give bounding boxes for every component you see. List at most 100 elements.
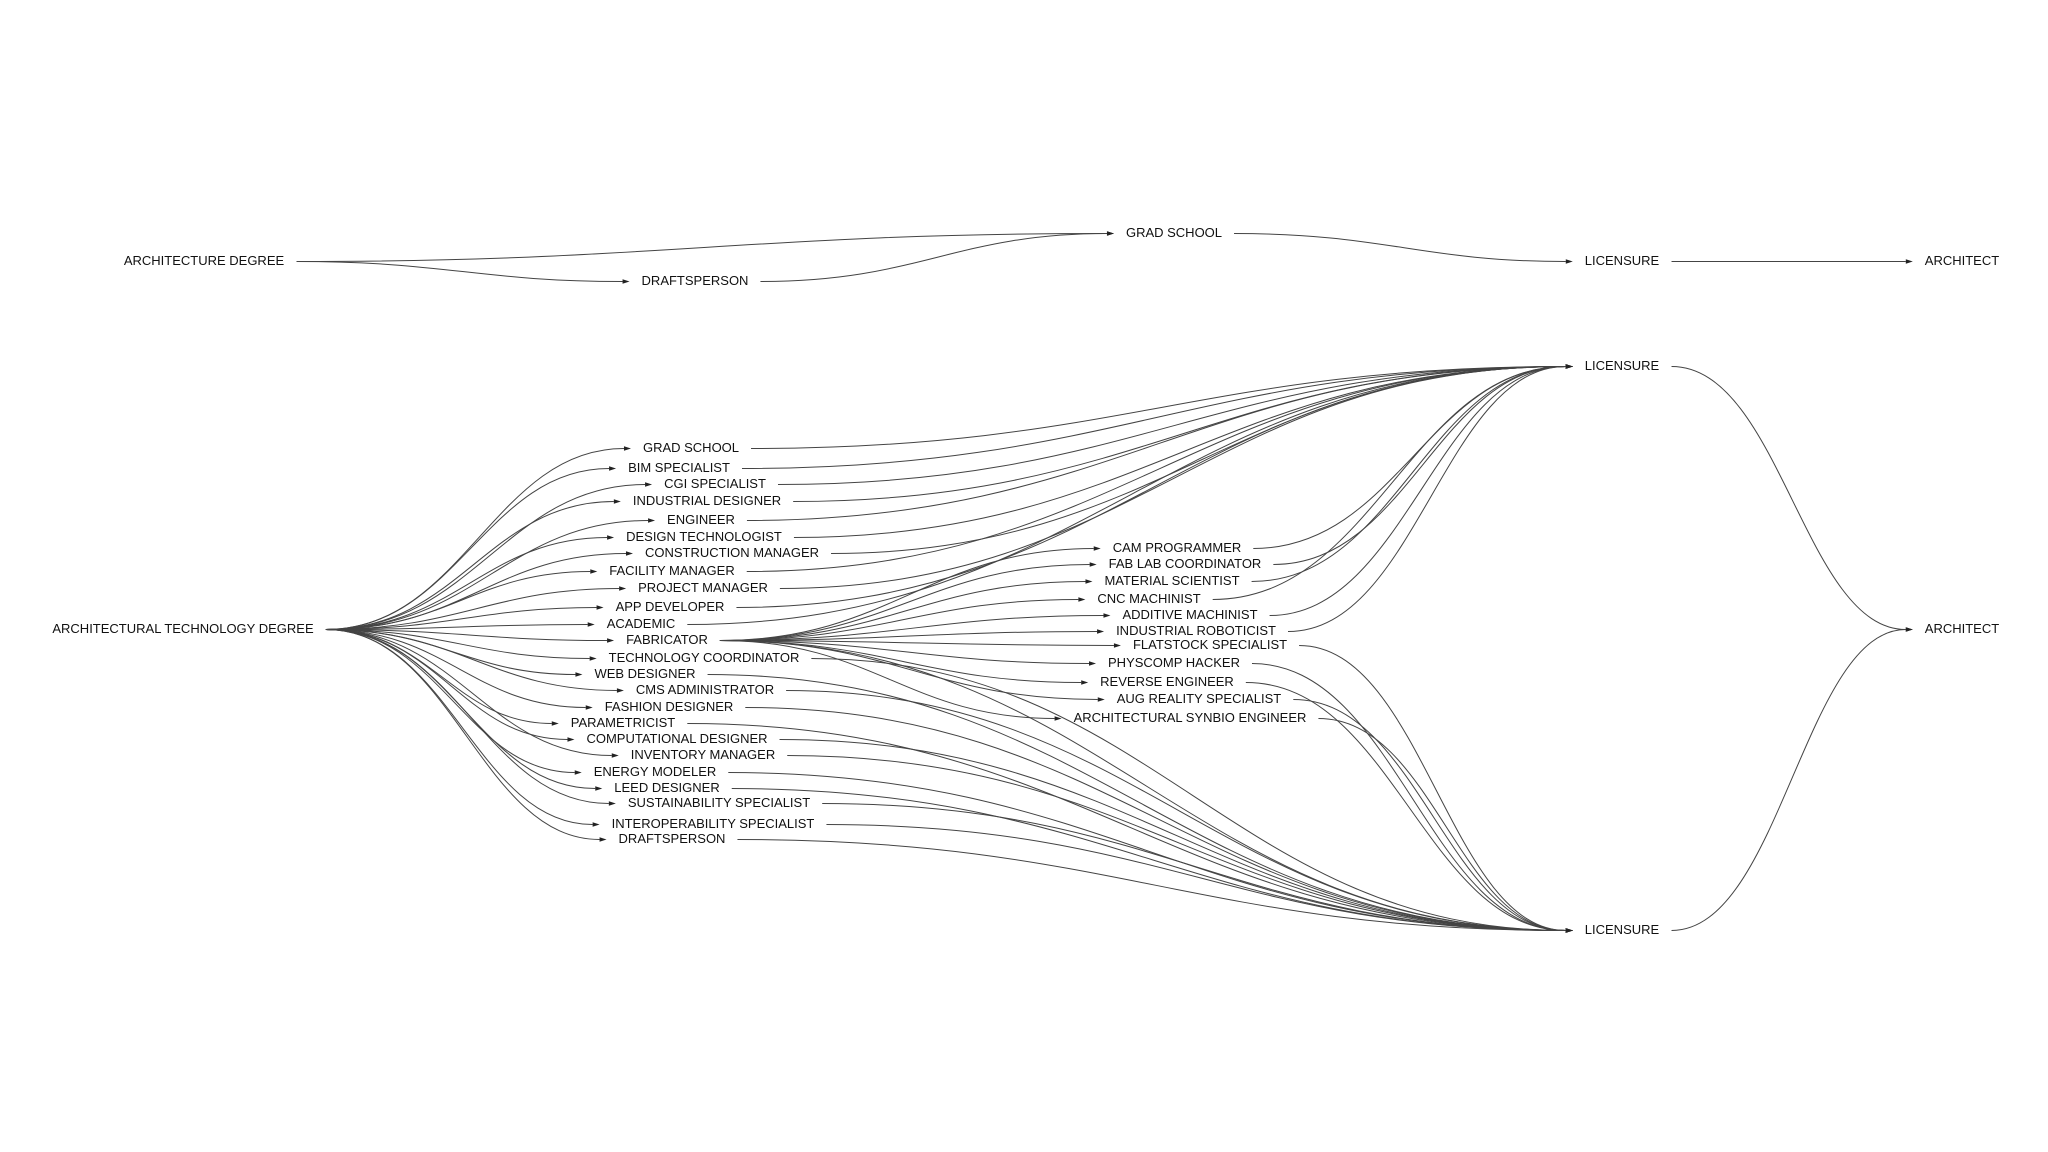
- edge-arch_tech_degree-to-draftsperson: [325, 629, 600, 840]
- arrowhead-energy_modeler: [574, 770, 582, 775]
- edge-arch_tech_degree-to-interoperability_specialist: [325, 629, 593, 825]
- arrowhead-material_scientist: [1085, 579, 1093, 584]
- edge-fabricator-to-cnc_machinist: [719, 599, 1079, 641]
- node-fab-lab-coordinator: FAB LAB COORDINATOR: [1109, 556, 1262, 571]
- arrowhead-licensure_lower: [1565, 928, 1573, 933]
- edge-fabricator-to-additive_machinist: [719, 615, 1104, 641]
- node-licensure-top: LICENSURE: [1585, 253, 1660, 268]
- edge-fabricator-to-fab_lab_coordinator: [719, 564, 1090, 641]
- arrowhead-web_designer: [575, 672, 583, 677]
- arrowhead-industrial_designer: [613, 499, 621, 504]
- arrowhead-cms_administrator: [616, 688, 624, 693]
- node-parametricist: PARAMETRICIST: [571, 715, 676, 730]
- node-fashion-designer: FASHION DESIGNER: [605, 699, 734, 714]
- edge-additive_machinist-to-licensure_upper: [1269, 366, 1566, 616]
- node-industrial-designer: INDUSTRIAL DESIGNER: [633, 493, 781, 508]
- edge-material_scientist-to-licensure_upper: [1251, 366, 1566, 582]
- edge-grad_school_top-to-licensure_top: [1234, 233, 1566, 262]
- arrowhead-sustainability_specialist: [608, 801, 616, 806]
- node-flatstock-specialist: FLATSTOCK SPECIALIST: [1133, 637, 1287, 652]
- edge-design_technologist-to-licensure_upper: [793, 366, 1566, 538]
- edge-arch_degree-to-grad_school_top: [296, 233, 1107, 262]
- edge-arch_tech_degree-to-technology_coordinator: [325, 629, 590, 659]
- arrowhead-construction_manager: [625, 551, 633, 556]
- edge-physcomp_hacker-to-licensure_lower: [1251, 663, 1566, 931]
- arrowhead-cam_programmer: [1093, 546, 1101, 551]
- node-app-developer: APP DEVELOPER: [616, 599, 725, 614]
- arrowhead-fabricator: [607, 638, 615, 643]
- edge-arch_tech_degree-to-fashion_designer: [325, 629, 586, 708]
- edge-arch_tech_degree-to-fabricator: [325, 629, 608, 641]
- node-web-designer: WEB DESIGNER: [594, 666, 695, 681]
- arrowhead-draftsperson_top: [622, 279, 630, 284]
- edge-leed_designer-to-licensure_lower: [731, 788, 1566, 931]
- edge-cgi_specialist-to-licensure_upper: [777, 366, 1566, 485]
- node-architect-top: ARCHITECT: [1925, 253, 1999, 268]
- edge-arch_tech_degree-to-design_technologist: [325, 537, 608, 630]
- edge-fabricator-to-cam_programmer: [719, 548, 1094, 641]
- node-licensure-upper: LICENSURE: [1585, 358, 1660, 373]
- arrowhead-additive_machinist: [1103, 613, 1111, 618]
- arrowhead-bim_specialist: [609, 466, 617, 471]
- node-industrial-roboticist: INDUSTRIAL ROBOTICIST: [1116, 623, 1276, 638]
- edge-sustainability_specialist-to-licensure_lower: [822, 803, 1566, 931]
- edge-arch_tech_degree-to-inventory_manager: [325, 629, 612, 756]
- node-inventory-manager: INVENTORY MANAGER: [631, 747, 775, 762]
- edge-arch_tech_degree-to-academic: [325, 624, 588, 630]
- edge-arch_tech_degree-to-construction_manager: [325, 553, 626, 630]
- edge-arch_tech_degree-to-facility_manager: [325, 571, 591, 630]
- node-design-technologist: DESIGN TECHNOLOGIST: [626, 529, 782, 544]
- node-architect: ARCHITECT: [1925, 621, 1999, 636]
- arrowhead-parametricist: [551, 721, 559, 726]
- edge-construction_manager-to-licensure_upper: [831, 366, 1566, 554]
- arrowhead-architect_main: [1905, 627, 1913, 632]
- node-grad-school-top: GRAD SCHOOL: [1126, 225, 1222, 240]
- arrowhead-synbio_engineer: [1054, 716, 1062, 721]
- arrowhead-leed_designer: [595, 786, 603, 791]
- arrowhead-engineer: [648, 518, 656, 523]
- arrowhead-industrial_roboticist: [1097, 629, 1105, 634]
- edge-fabricator-to-material_scientist: [719, 581, 1086, 641]
- edge-arch_tech_degree-to-computational_designer: [325, 629, 568, 740]
- arrowhead-fashion_designer: [585, 705, 593, 710]
- node-material-scientist: MATERIAL SCIENTIST: [1104, 573, 1239, 588]
- arrowhead-fab_lab_coordinator: [1089, 562, 1097, 567]
- node-reverse-engineer: REVERSE ENGINEER: [1100, 674, 1234, 689]
- arrowhead-reverse_engineer: [1081, 680, 1089, 685]
- arrowhead-grad_school_top: [1106, 231, 1114, 236]
- edge-technology_coordinator-to-licensure_lower: [811, 658, 1566, 931]
- node-facility-manager: FACILITY MANAGER: [609, 563, 734, 578]
- edge-synbio_engineer-to-licensure_lower: [1318, 718, 1566, 931]
- arrowhead-facility_manager: [590, 569, 598, 574]
- node-draftsperson-top: DRAFTSPERSON: [642, 273, 749, 288]
- edge-fabricator-to-flatstock_specialist: [719, 640, 1114, 646]
- node-academic: ACADEMIC: [607, 616, 676, 631]
- edge-facility_manager-to-licensure_upper: [746, 366, 1566, 572]
- edge-reverse_engineer-to-licensure_lower: [1245, 682, 1566, 931]
- node-interoperability-specialist: INTEROPERABILITY SPECIALIST: [612, 816, 815, 831]
- edge-arch_tech_degree-to-engineer: [325, 520, 649, 630]
- node-architectural-technology-degree: ARCHITECTURAL TECHNOLOGY DEGREE: [52, 621, 314, 636]
- arrowhead-project_manager: [619, 586, 627, 591]
- edge-draftsperson_top-to-grad_school_top: [760, 233, 1107, 282]
- arrowhead-licensure_upper: [1565, 364, 1573, 369]
- edge-cms_administrator-to-licensure_lower: [786, 690, 1566, 931]
- edge-fabricator-to-synbio_engineer: [719, 640, 1055, 719]
- edge-fashion_designer-to-licensure_lower: [745, 707, 1566, 931]
- edge-arch_degree-to-draftsperson_top: [296, 261, 623, 282]
- node-technology-coordinator: TECHNOLOGY COORDINATOR: [609, 650, 800, 665]
- edge-licensure_upper-to-architect_main: [1671, 366, 1906, 630]
- node-draftsperson: DRAFTSPERSON: [619, 831, 726, 846]
- node-energy-modeler: ENERGY MODELER: [594, 764, 717, 779]
- node-licensure-lower: LICENSURE: [1585, 922, 1660, 937]
- arrowhead-cnc_machinist: [1078, 597, 1086, 602]
- node-architectural-synbio-engineer: ARCHITECTURAL SYNBIO ENGINEER: [1074, 710, 1307, 725]
- node-architecture-degree: ARCHITECTURE DEGREE: [124, 253, 285, 268]
- node-grad-school: GRAD SCHOOL: [643, 440, 739, 455]
- edge-arch_tech_degree-to-cgi_specialist: [325, 484, 646, 630]
- arrowhead-app_developer: [596, 605, 604, 610]
- edge-arch_tech_degree-to-sustainability_specialist: [325, 629, 609, 804]
- node-physcomp-hacker: PHYSCOMP HACKER: [1108, 655, 1240, 670]
- edge-fabricator-to-physcomp_hacker: [719, 640, 1090, 664]
